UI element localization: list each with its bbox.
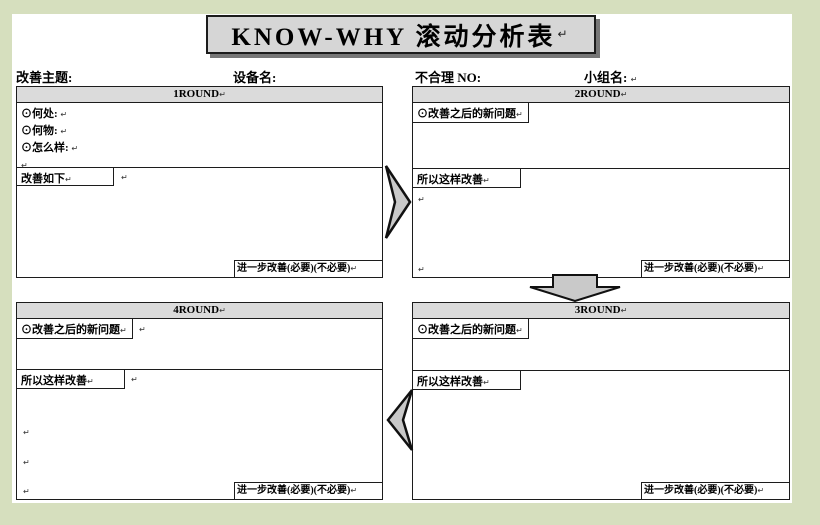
round3-new-problem-section: ⊙改善之后的新问题↵ xyxy=(413,319,789,371)
round2-header: 2ROUND↵ xyxy=(413,87,789,103)
paragraph-mark: ↵ xyxy=(557,27,571,41)
field-improvement-topic: 改善主题: xyxy=(16,70,73,85)
round1-panel: 1ROUND↵ ⊙何处: ↵ ⊙何物: ↵ ⊙怎么样: ↵ ↵ 改善如下↵ ↵ … xyxy=(16,86,383,278)
paragraph-mark: ↵ xyxy=(630,75,638,84)
round2-so-improve-label-box: 所以这样改善↵ xyxy=(413,169,521,188)
paragraph-mark: ↵ xyxy=(620,306,628,315)
round3-header: 3ROUND↵ xyxy=(413,303,789,319)
round4-header: 4ROUND↵ xyxy=(17,303,382,319)
round4-panel: 4ROUND↵ ⊙改善之后的新问题↵ ↵ 所以这样改善↵ ↵ ↵ ↵ ↵ 进一步… xyxy=(16,302,383,500)
round2-new-problem-section: ⊙改善之后的新问题↵ xyxy=(413,103,789,169)
round3-new-problem-label-box: ⊙改善之后的新问题↵ xyxy=(413,319,529,339)
round1-item-how: ⊙怎么样: ↵ xyxy=(21,142,79,154)
round3-further-improve-box: 进一步改善(必要)(不必要)↵ xyxy=(641,482,789,499)
field-abnormality-no: 不合理 NO: xyxy=(415,70,482,85)
arrow-left-round3-to-round4 xyxy=(386,389,414,451)
round1-improve-section: 改善如下↵ ↵ 进一步改善(必要)(不必要)↵ xyxy=(17,168,382,277)
empty-line: ↵ xyxy=(21,161,28,170)
round4-so-improve-label-box: 所以这样改善↵ xyxy=(17,370,125,389)
field-team-name: 小组名: ↵ xyxy=(584,70,638,85)
round3-so-improve-label-box: 所以这样改善↵ xyxy=(413,371,521,390)
round1-improve-label-box: 改善如下↵ xyxy=(17,168,114,186)
field-equipment-name: 设备名: xyxy=(233,70,277,85)
round2-so-improve-section: 所以这样改善↵ ↵ ↵ 进一步改善(必要)(不必要)↵ xyxy=(413,169,789,277)
paragraph-mark: ↵ xyxy=(131,375,138,384)
arrow-right-round1-to-round2 xyxy=(384,165,412,239)
round1-item-what: ⊙何物: ↵ xyxy=(21,125,68,137)
round4-so-improve-section: 所以这样改善↵ ↵ ↵ ↵ ↵ 进一步改善(必要)(不必要)↵ xyxy=(17,370,382,499)
round1-further-improve-box: 进一步改善(必要)(不必要)↵ xyxy=(234,260,382,277)
round4-further-improve-box: 进一步改善(必要)(不必要)↵ xyxy=(234,482,382,499)
paragraph-mark: ↵ xyxy=(139,325,146,334)
round1-question-section: ⊙何处: ↵ ⊙何物: ↵ ⊙怎么样: ↵ ↵ xyxy=(17,103,382,170)
paragraph-mark: ↵ xyxy=(23,458,30,467)
document-title-box: KNOW-WHY 滚动分析表↵ xyxy=(206,15,596,54)
paragraph-mark: ↵ xyxy=(23,428,30,437)
round1-item-where: ⊙何处: ↵ xyxy=(21,108,68,120)
paragraph-mark: ↵ xyxy=(219,90,226,99)
paragraph-mark: ↵ xyxy=(418,265,425,274)
paragraph-mark: ↵ xyxy=(620,90,628,99)
paragraph-mark: ↵ xyxy=(418,195,425,204)
round2-panel: 2ROUND↵ ⊙改善之后的新问题↵ 所以这样改善↵ ↵ ↵ 进一步改善(必要)… xyxy=(412,86,790,278)
arrow-down-round2-to-round3 xyxy=(529,274,621,302)
document-title: KNOW-WHY 滚动分析表 xyxy=(231,23,556,51)
round3-so-improve-section: 所以这样改善↵ 进一步改善(必要)(不必要)↵ xyxy=(413,371,789,499)
paragraph-mark: ↵ xyxy=(219,306,226,315)
round2-new-problem-label-box: ⊙改善之后的新问题↵ xyxy=(413,103,529,123)
paragraph-mark: ↵ xyxy=(23,487,30,496)
round2-further-improve-box: 进一步改善(必要)(不必要)↵ xyxy=(641,260,789,277)
paragraph-mark: ↵ xyxy=(121,173,128,182)
round3-panel: 3ROUND↵ ⊙改善之后的新问题↵ 所以这样改善↵ 进一步改善(必要)(不必要… xyxy=(412,302,790,500)
round1-header: 1ROUND↵ xyxy=(17,87,382,103)
round4-new-problem-label-box: ⊙改善之后的新问题↵ xyxy=(17,319,133,339)
round4-new-problem-section: ⊙改善之后的新问题↵ ↵ xyxy=(17,319,382,370)
